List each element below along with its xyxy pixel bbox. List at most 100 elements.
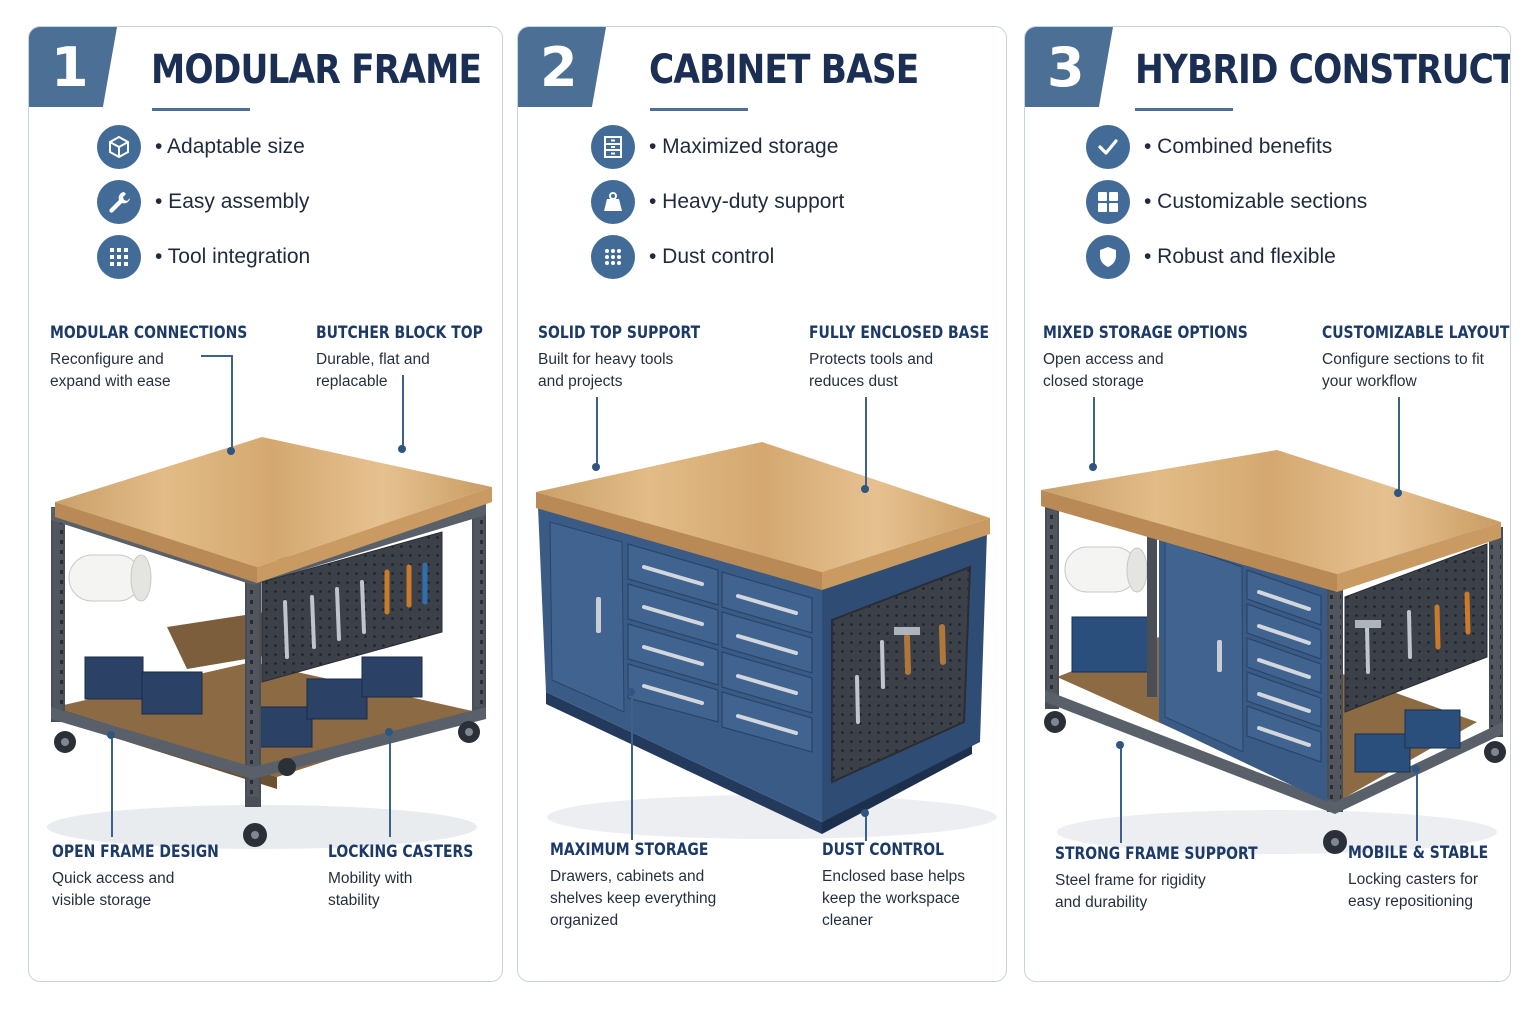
callout-dust-control: DUST CONTROL Enclosed base helps keep th…: [822, 840, 1006, 932]
leader-line: [1416, 769, 1418, 841]
wrench-icon: [97, 180, 141, 224]
feature-text: • Heavy-duty support: [649, 190, 845, 213]
panel-number: 3: [1025, 27, 1113, 107]
leader-dot: [861, 485, 869, 493]
feature-text: • Adaptable size: [155, 135, 305, 158]
feature-item: • Tool integration: [97, 235, 310, 279]
callout-heading: MIXED STORAGE OPTIONS: [1043, 323, 1248, 343]
cabinet-base-workbench-illustration: [536, 442, 997, 839]
feature-text: • Customizable sections: [1144, 190, 1368, 213]
callout-customizable-layout: CUSTOMIZABLE LAYOUT Configure sections t…: [1322, 323, 1510, 393]
leader-line: [201, 355, 231, 357]
callout-heading: MODULAR CONNECTIONS: [50, 323, 248, 343]
feature-item: • Heavy-duty support: [591, 180, 844, 224]
leader-dot: [861, 809, 869, 817]
callout-heading: DUST CONTROL: [822, 840, 945, 860]
feature-item: • Maximized storage: [591, 125, 838, 169]
weight-icon: [591, 180, 635, 224]
leader-dot: [1394, 489, 1402, 497]
check-icon: [1086, 125, 1130, 169]
leader-line: [596, 397, 598, 465]
callout-body: Open access and closed storage: [1043, 351, 1164, 390]
feature-text: • Dust control: [649, 245, 775, 268]
callout-heading: OPEN FRAME DESIGN: [52, 842, 219, 862]
callout-body: Built for heavy tools and projects: [538, 351, 674, 390]
cube-icon: [97, 125, 141, 169]
feature-text: • Combined benefits: [1144, 135, 1333, 158]
leader-line: [1093, 397, 1095, 467]
feature-item: • Dust control: [591, 235, 774, 279]
leader-dot: [592, 463, 600, 471]
leader-line: [231, 355, 233, 451]
callout-open-frame-design: OPEN FRAME DESIGN Quick access and visib…: [52, 842, 282, 912]
feature-text: • Robust and flexible: [1144, 245, 1336, 268]
callout-body: Drawers, cabinets and shelves keep every…: [550, 868, 717, 929]
feature-text: • Tool integration: [155, 245, 311, 268]
callout-mixed-storage-options: MIXED STORAGE OPTIONS Open access and cl…: [1043, 323, 1273, 393]
leader-dot: [385, 728, 393, 736]
feature-text: • Maximized storage: [649, 135, 839, 158]
leader-line: [389, 732, 391, 837]
callout-strong-frame-support: STRONG FRAME SUPPORT Steel frame for rig…: [1055, 844, 1285, 914]
leader-dot: [227, 447, 235, 455]
panel-number: 2: [518, 27, 606, 107]
panel-cabinet-base: 2 CABINET BASE • Maximized storage • Hea…: [517, 26, 1007, 982]
feature-item: • Combined benefits: [1086, 125, 1332, 169]
panel-hybrid-construction: 3 HYBRID CONSTRUCTION • Combined benefit…: [1024, 26, 1511, 982]
open-frame-workbench-illustration: [47, 437, 492, 849]
callout-heading: CUSTOMIZABLE LAYOUT: [1322, 323, 1510, 343]
callout-heading: STRONG FRAME SUPPORT: [1055, 844, 1258, 864]
callout-body: Reconfigure and expand with ease: [50, 351, 171, 390]
sections-grid-icon: [1086, 180, 1130, 224]
callout-maximum-storage: MAXIMUM STORAGE Drawers, cabinets and sh…: [550, 840, 780, 932]
callout-mobile-stable: MOBILE & STABLE Locking casters for easy…: [1348, 843, 1510, 913]
panel-title: CABINET BASE: [649, 47, 919, 93]
feature-item: • Customizable sections: [1086, 180, 1367, 224]
callout-body: Configure sections to fit your workflow: [1322, 351, 1484, 390]
leader-line: [1398, 397, 1400, 493]
leader-dot: [627, 688, 635, 696]
callout-heading: BUTCHER BLOCK TOP: [316, 323, 483, 343]
leader-dot: [1412, 765, 1420, 773]
callout-body: Mobility with stability: [328, 870, 413, 909]
feature-text: • Easy assembly: [155, 190, 310, 213]
callout-butcher-block-top: BUTCHER BLOCK TOP Durable, flat and repl…: [316, 323, 502, 393]
dots-grid-icon: [591, 235, 635, 279]
leader-line: [1120, 745, 1122, 843]
leader-line: [631, 692, 633, 840]
callout-body: Protects tools and reduces dust: [809, 351, 934, 390]
callout-body: Locking casters for easy repositioning: [1348, 871, 1479, 910]
callout-heading: MAXIMUM STORAGE: [550, 840, 709, 860]
callout-body: Quick access and visible storage: [52, 870, 175, 909]
title-underline: [152, 108, 250, 111]
leader-dot: [1089, 463, 1097, 471]
leader-line: [865, 813, 867, 841]
callout-body: Enclosed base helps keep the workspace c…: [822, 868, 966, 929]
callout-modular-connections: MODULAR CONNECTIONS Reconfigure and expa…: [50, 323, 280, 393]
callout-heading: SOLID TOP SUPPORT: [538, 323, 701, 343]
hybrid-workbench-illustration: [1041, 450, 1506, 854]
callout-heading: FULLY ENCLOSED BASE: [809, 323, 990, 343]
panel-title: MODULAR FRAME: [151, 47, 482, 93]
callout-body: Durable, flat and replacable: [316, 351, 430, 390]
leader-line: [111, 735, 113, 837]
callout-body: Steel frame for rigidity and durability: [1055, 872, 1206, 911]
callout-fully-enclosed-base: FULLY ENCLOSED BASE Protects tools and r…: [809, 323, 1006, 393]
feature-item: • Adaptable size: [97, 125, 305, 169]
callout-solid-top-support: SOLID TOP SUPPORT Built for heavy tools …: [538, 323, 768, 393]
leader-line: [865, 397, 867, 489]
callout-heading: LOCKING CASTERS: [328, 842, 474, 862]
panel-number: 1: [29, 27, 117, 107]
feature-item: • Easy assembly: [97, 180, 309, 224]
title-underline: [1135, 108, 1233, 111]
panel-title: HYBRID CONSTRUCTION: [1135, 47, 1511, 93]
panel-modular-frame: 1 MODULAR FRAME • Adaptable size • Easy …: [28, 26, 503, 982]
drawers-icon: [591, 125, 635, 169]
pegboard-grid-icon: [97, 235, 141, 279]
callout-locking-casters: LOCKING CASTERS Mobility with stability: [328, 842, 502, 912]
leader-dot: [398, 445, 406, 453]
title-underline: [650, 108, 748, 111]
shield-icon: [1086, 235, 1130, 279]
leader-dot: [1116, 741, 1124, 749]
leader-line: [402, 375, 404, 447]
